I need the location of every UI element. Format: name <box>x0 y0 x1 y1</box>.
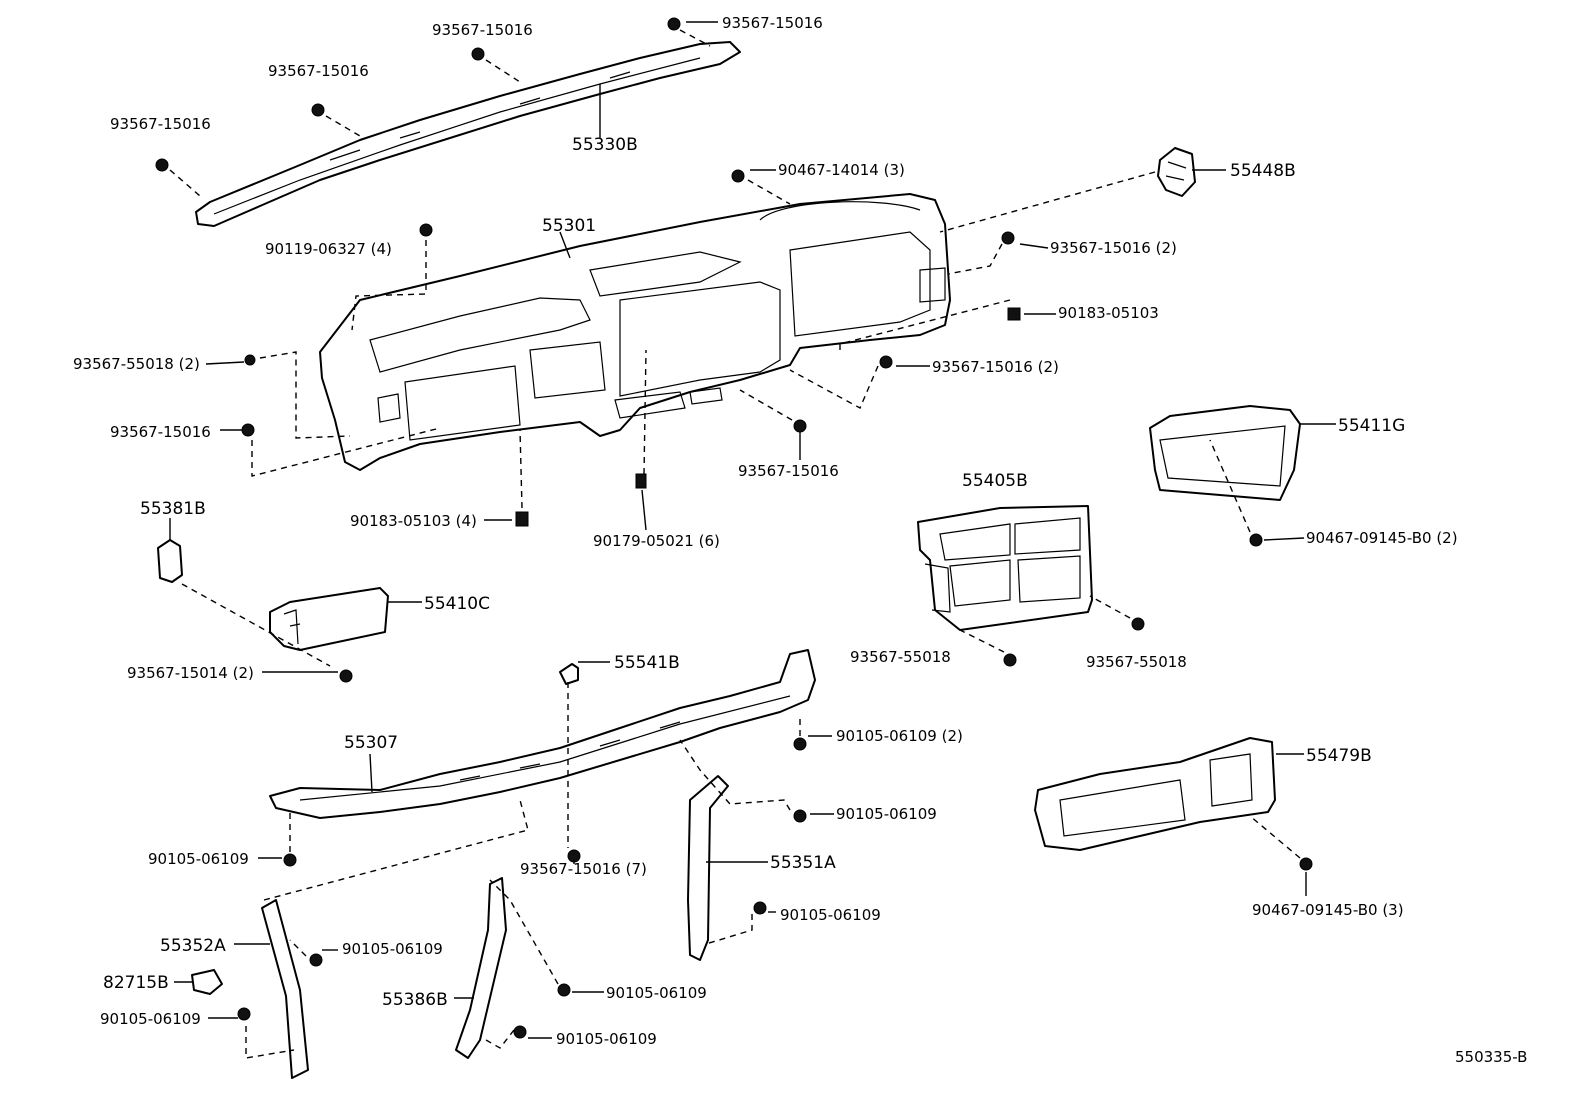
label-55386B: 55386B <box>382 990 448 1010</box>
part-55410C-duct <box>269 587 389 651</box>
fasteners <box>155 17 1313 1039</box>
label-90105-06109-lower-center: 90105-06109 <box>556 1030 657 1048</box>
part-55330B-reinforcement <box>195 41 741 227</box>
label-90105-06109-beam-left: 90105-06109 <box>148 850 249 868</box>
label-90105-06109-beam-right: 90105-06109 (2) <box>836 727 963 745</box>
label-55448B: 55448B <box>1230 161 1296 181</box>
part-55386B-brace <box>455 877 507 1059</box>
part-55479B-lower-panel <box>1034 737 1276 851</box>
part-55381B-bracket <box>157 539 183 583</box>
label-90105-06109-beam-lower-right: 90105-06109 <box>836 805 937 823</box>
label-55330B: 55330B <box>572 135 638 155</box>
part-55541B-clip <box>559 663 579 685</box>
part-55405B-center-panel <box>917 505 1093 631</box>
label-90467-09145-B0-lower: 90467-09145-B0 (3) <box>1252 901 1404 919</box>
part-55307-beam <box>269 649 816 819</box>
label-55301: 55301 <box>542 216 596 236</box>
label-90467-14014: 90467-14014 (3) <box>778 161 905 179</box>
label-82715B: 82715B <box>103 973 169 993</box>
label-93567-55018-center-left: 93567-55018 <box>850 648 951 666</box>
label-93567-55018-center-right: 93567-55018 <box>1086 653 1187 671</box>
label-93567-15016-left: 93567-15016 <box>110 423 211 441</box>
part-55301-instrument-panel <box>319 193 951 471</box>
label-90183-05103-center: 90183-05103 (4) <box>350 512 477 530</box>
label-55351A: 55351A <box>770 853 836 873</box>
part-55448B-bracket <box>1157 147 1196 197</box>
label-55381B: 55381B <box>140 499 206 519</box>
label-93567-15016-beam-center: 93567-15016 (7) <box>520 860 647 878</box>
diagram-code: 550335-B <box>1455 1048 1527 1066</box>
label-93567-15016-top-center: 93567-15016 <box>432 21 533 39</box>
label-90467-09145-B0-upper: 90467-09145-B0 (2) <box>1306 529 1458 547</box>
label-93567-55018-left: 93567-55018 (2) <box>73 355 200 373</box>
label-90183-05103-right: 90183-05103 <box>1058 304 1159 322</box>
label-90105-06109-brace-right: 90105-06109 <box>780 906 881 924</box>
label-93567-15016-upper-left: 93567-15016 <box>268 62 369 80</box>
label-55411G: 55411G <box>1338 416 1405 436</box>
label-93567-15016-panel-right: 93567-15016 (2) <box>1050 239 1177 257</box>
label-90105-06109-brace-left: 90105-06109 <box>342 940 443 958</box>
label-55410C: 55410C <box>424 594 490 614</box>
label-90105-06109-lower-left: 90105-06109 <box>100 1010 201 1028</box>
label-90105-06109-brace-center: 90105-06109 <box>606 984 707 1002</box>
label-93567-15014: 93567-15014 (2) <box>127 664 254 682</box>
label-93567-15016-center: 93567-15016 <box>738 462 839 480</box>
part-55351A-brace <box>687 775 729 961</box>
label-93567-15016-panel-lower: 93567-15016 (2) <box>932 358 1059 376</box>
label-90179-05021: 90179-05021 (6) <box>593 532 720 550</box>
label-93567-15016-top-right: 93567-15016 <box>722 14 823 32</box>
part-55352A-brace <box>261 899 309 1079</box>
part-82715B-pad <box>191 969 223 995</box>
part-55411G-gauge-hood <box>1149 405 1301 501</box>
part-labels: 93567-15016 93567-15016 93567-15016 9356… <box>73 14 1527 1066</box>
label-55541B: 55541B <box>614 653 680 673</box>
label-55405B: 55405B <box>962 471 1028 491</box>
label-55352A: 55352A <box>160 936 226 956</box>
label-93567-15016-far-left: 93567-15016 <box>110 115 211 133</box>
leader-lines <box>169 21 1336 1039</box>
assembly-lines <box>169 29 1301 1059</box>
label-55307: 55307 <box>344 733 398 753</box>
label-55479B: 55479B <box>1306 746 1372 766</box>
label-90119-06327: 90119-06327 (4) <box>265 240 392 258</box>
